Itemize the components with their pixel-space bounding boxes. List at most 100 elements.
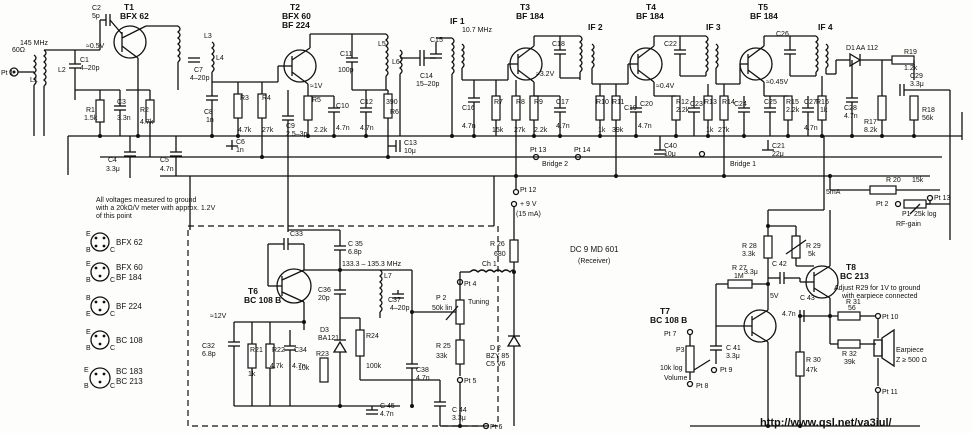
c9-label: C9 [286,123,295,130]
r4-label: R4 [262,95,271,102]
coil-l1 [32,54,37,86]
r16-value: 1k [820,107,828,114]
note-line-3: of this point [96,213,132,220]
r13-label: R13 [704,99,717,106]
resistor-r28 [763,235,773,259]
pt13-point[interactable] [532,153,540,161]
if2-label[interactable]: IF 2 [588,22,603,32]
c1-label: C1 [80,57,89,64]
supply-current-label: (15 mA) [516,211,541,218]
c16-value: 4.7n [462,123,476,130]
c3-value: 3.3n [117,115,131,122]
resistor-r24 [355,329,365,357]
r26-label: R 26 [490,241,505,248]
r15-value: 2.2k [786,107,800,114]
r31-value: 56 [848,305,856,312]
t1-voltage: ≈0.5V [86,43,105,50]
p3-label: P3 [676,347,685,354]
t7-voltage: 5V [770,293,779,300]
t4-ref: T4 [646,2,656,12]
transistor-t8 [800,265,839,299]
pt8-point[interactable] [686,380,694,388]
vco-section [187,225,499,427]
pt14-point[interactable] [574,153,582,161]
c35-label: C 35 [348,241,363,248]
pt6-point[interactable] [482,422,490,430]
pt1-label: Pt 1 [1,70,14,77]
c25-label: C25 [764,99,777,106]
if1-label[interactable]: IF 1 [450,16,465,26]
earpiece-z-label: Z ≥ 500 Ω [896,357,927,364]
r9-value: 2.2k [534,127,548,134]
pt7-point[interactable] [686,328,694,336]
r12-value: 2.2k [676,107,690,114]
if3-label[interactable]: IF 3 [706,22,721,32]
bridge1-point[interactable] [698,150,706,158]
c34-label: C34 [294,347,307,354]
potentiometer-p3[interactable] [685,345,695,373]
svg-text:E: E [86,231,91,238]
r27-value: 1M [734,273,744,280]
l7-label: L7 [384,273,392,280]
pt5-point[interactable] [456,376,464,384]
r32-label: R 32 [842,351,857,358]
t5-ref: T5 [758,2,768,12]
c7-label: C7 [194,67,203,74]
c40-value: 10μ [664,151,676,158]
r28-value: 3.3k [742,251,756,258]
c26-label: C26 [776,31,789,38]
c43-value: 4.7n [782,311,796,318]
adjust-note-1: Adjust R29 for 1V to ground [834,285,920,292]
pt11-point[interactable] [874,386,882,394]
c20-label: C20 [640,101,653,108]
pt10-point[interactable] [874,312,882,320]
c4-label: C4 [108,157,117,164]
junction-dots [98,134,916,428]
t3-voltage: ≈3.2V [536,71,555,78]
c24-label: C24 [734,101,747,108]
c35-value: 6.8p [348,249,362,256]
note-line-2: with a 20kΩ/V meter with approx. 1.2V [95,205,216,212]
pinout-bc213-label: BC 213 [116,377,143,386]
if1-coil-a [450,37,455,75]
c34-value: 4.7n [292,363,306,370]
potentiometer-p1[interactable] [903,199,927,209]
c23-label: C23 [690,101,703,108]
if4-label[interactable]: IF 4 [818,22,833,32]
c2-label: C2 [92,5,101,12]
d2-value: BZY 85 [486,353,509,360]
potentiometer-p2[interactable] [455,299,465,325]
resistor-r25 [455,339,465,365]
svg-text:B: B [86,247,91,254]
r8-label: R8 [516,99,525,106]
t8-type: BC 213 [840,271,869,281]
source-url[interactable]: http://www.qsl.net/va3iul/ [760,417,892,429]
coil-l3 [176,25,181,63]
c15-label: C15 [430,37,443,44]
r3-value: 4.7k [238,127,252,134]
c17-label: C17 [556,99,569,106]
coil-l2 [42,49,47,87]
resistor-r26 [509,239,519,263]
pinout-bfx62-label: BFX 62 [116,238,143,247]
earpiece-label: Earpiece [896,347,924,354]
r29-value: 5k [808,251,816,258]
r18-label: R18 [922,107,935,114]
if2-coil-a [578,35,583,73]
r15-label: R15 [786,99,799,106]
supply-point[interactable] [510,200,518,208]
c14-label: C14 [420,73,433,80]
if4-coil-b [824,43,829,69]
pt2-point[interactable] [894,200,902,208]
pt9-point[interactable] [710,366,718,374]
svg-text:E: E [86,329,91,336]
pt12-point[interactable] [512,188,520,196]
coil-l5 [384,33,389,77]
if-freq-label: 10.7 MHz [462,27,492,34]
pt13b-point[interactable] [926,194,934,202]
t3-ref: T3 [520,2,530,12]
resistor-r31 [837,311,861,321]
svg-text:C: C [110,277,115,284]
